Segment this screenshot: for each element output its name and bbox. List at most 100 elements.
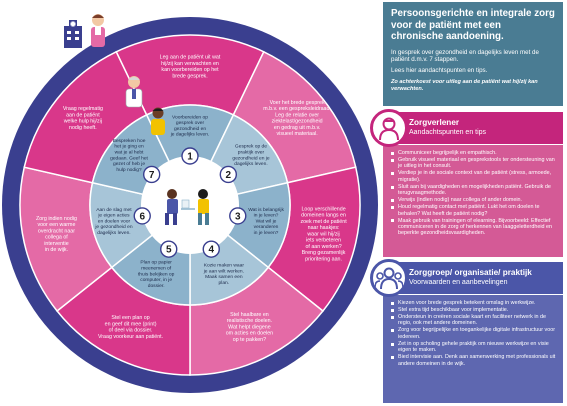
nurse-icon [379,117,399,141]
outer-step-2-line: en gedrag uit m.b.v. [274,125,320,131]
outer-step-6-line: voor een warme [37,222,75,228]
step-number-1: 1 [187,152,193,163]
outer-step-2-line: ziektelast/gezondheid [272,119,323,125]
inner-step-5-line: meenemen of [141,265,172,271]
outer-step-4-line: op te pakken? [233,337,266,343]
inner-step-7-line: hulp nodig? [116,167,142,173]
outer-step-4-line: realistische doelen. [227,318,272,324]
inner-step-4-line: plan. [219,280,230,286]
consultation-scene-icon [165,189,209,225]
step-number-circle-6 [133,207,151,225]
outer-step-1-line: Leg aan de patiënt uit wat [160,55,221,61]
section1-item: Maak gebruik van trainingen of elearning… [391,218,557,237]
inner-step-3-line: in je leven? [254,230,279,236]
patient-icon [151,107,165,135]
outer-step-6-line: in de wijk. [45,247,68,253]
inner-step-3-line: Wat is belangrijk [248,207,284,213]
inner-step-4-line: Maak samen een [205,274,243,280]
outer-step-1-line: brede gesprek. [172,73,207,79]
inner-step-6-line: je eigen acties [97,213,130,219]
inner-step-1-line: gezondheid en [174,126,206,132]
step-number-7: 7 [149,170,155,181]
section1-list: Communiceer begrijpelijk en empathisch.G… [391,150,557,237]
outer-step-7-line: nodig heeft. [69,125,97,131]
nurse-badge [370,109,408,147]
outer-step-3-line: Loop verschillende [301,206,345,212]
step-number-3: 3 [235,211,241,222]
section2-panel: Kiezen voor brede gesprek betekent omsla… [383,295,563,403]
section1-item: Sluit aan bij vaardigheden en mogelijkhe… [391,184,557,197]
inner-step-7-line: gezet of heb je [113,161,145,167]
outer-step-4-line: Stel haalbare en [230,312,269,318]
inner-step-7-line: gedaan. Geef het [110,155,148,161]
section2-item: Ondersteun in creëren sociale kaart en f… [391,314,557,327]
outer-step-3-line: zoek met de patiënt [300,219,347,225]
outer-step-4-line: Wat helpt diegene [228,324,271,330]
outer-step-7-line: Vraag regelmatig [63,106,103,112]
outer-step-3-line: domeinen langs en [301,213,346,219]
inner-step-4-line: Kozie maken waar [204,263,245,269]
section1-item: Gebruik visueel materiaal en gesprekstoo… [391,157,557,170]
outer-step-3-line: prioritering aan. [305,257,342,263]
intro-tip: Zo achterkoest voor uitleg aan de patiën… [391,79,538,93]
section2-item: Bied intervisie aan. Denk aan samenwerki… [391,354,557,367]
inner-step-1-line: gesprek over [176,120,205,126]
step-number-circle-1 [181,147,199,165]
outer-step-5-line: Vraag voorkeur aan patiënt. [98,334,163,340]
inner-step-7-line: Bespreken hoe [113,138,146,144]
section1-subtitle: Aandachtspunten en tips [409,128,487,136]
section1-item: Verwijs (indien nodig) naar collega of a… [391,197,557,203]
inner-step-3-line: Wat wil je [256,218,277,224]
inner-step-1-line: je dagelijks leven. [170,132,210,138]
outer-step-4-line: om acties en doelen [226,331,273,337]
outer-step-1-line: kan voorbereiden op het [161,67,219,73]
outer-step-6-line: Zorg indien nodig [36,216,77,222]
step-number-5: 5 [166,245,172,256]
outer-step-5-line: en geef dit mee (print) [105,321,157,327]
outer-step-1-line: hij/zij kan verwachten en [161,61,219,67]
outer-step-5-line: of deel via dossier. [109,328,153,334]
inner-step-2-line: gezondheid en je [232,155,270,161]
section2-item: Stel extra tijd beschikbaar voor impleme… [391,307,557,313]
outer-step-3-line: Breng gezamenlijk [302,250,346,256]
step-number-circle-7 [142,165,161,184]
section1-title: Zorgverlener [409,118,460,127]
inner-step-5-line: computer, in je [140,277,172,283]
step-number-circle-4 [202,240,220,258]
outer-step-6-line: interventie [44,241,68,247]
intro-title: Persoonsgerichte en integrale zorg voor … [391,8,555,42]
step-number-circle-5 [160,240,178,258]
nurse-person-icon [91,14,105,47]
doctor-icon [125,76,143,108]
section2-item: Kiezen voor brede gesprek betekent omsla… [391,300,557,306]
inner-step-3-line: veranderen [254,224,279,230]
step-number-2: 2 [226,170,232,181]
inner-step-6-line: Aan de slag met [96,207,132,213]
section2-header: Zorggroep/ organisatie/ praktijk Voorwaa… [383,262,563,294]
team-badge [370,259,408,297]
step-number-circle-3 [229,207,247,225]
intro-text-1: In gesprek over gezondheid en dagelijks … [391,48,539,64]
inner-step-6-line: dagelijks leven. [97,230,130,236]
inner-step-6-line: je gezondheid en [94,224,133,230]
inner-step-2-line: praktijk over [238,149,265,155]
inner-ring [89,104,291,306]
inner-step-2-line: dagelijks leven. [234,161,267,167]
outer-step-7-line: aan de patiënt [66,112,100,118]
step-number-6: 6 [139,211,145,222]
section2-subtitle: Voorwaarden en aanbevelingen [409,278,508,286]
inner-step-3-line: in je leven? [254,213,279,219]
intro-box: Persoonsgerichte en integrale zorg voor … [383,2,563,106]
outer-step-3-line: waar wil hij/zij [307,231,339,237]
outer-step-2-line: Voer het brede gesprek [270,100,325,106]
pink-ring [19,34,361,376]
outer-step-6-line: collega of [45,235,68,241]
step-number-circle-2 [219,165,238,184]
section1-item: Communiceer begrijpelijk en empathisch. [391,150,557,156]
outer-step-3-line: naar haakjes: [308,225,340,231]
inner-step-7-line: wat je al hebt [115,149,144,155]
inner-step-6-line: en doelen voor [98,218,131,224]
